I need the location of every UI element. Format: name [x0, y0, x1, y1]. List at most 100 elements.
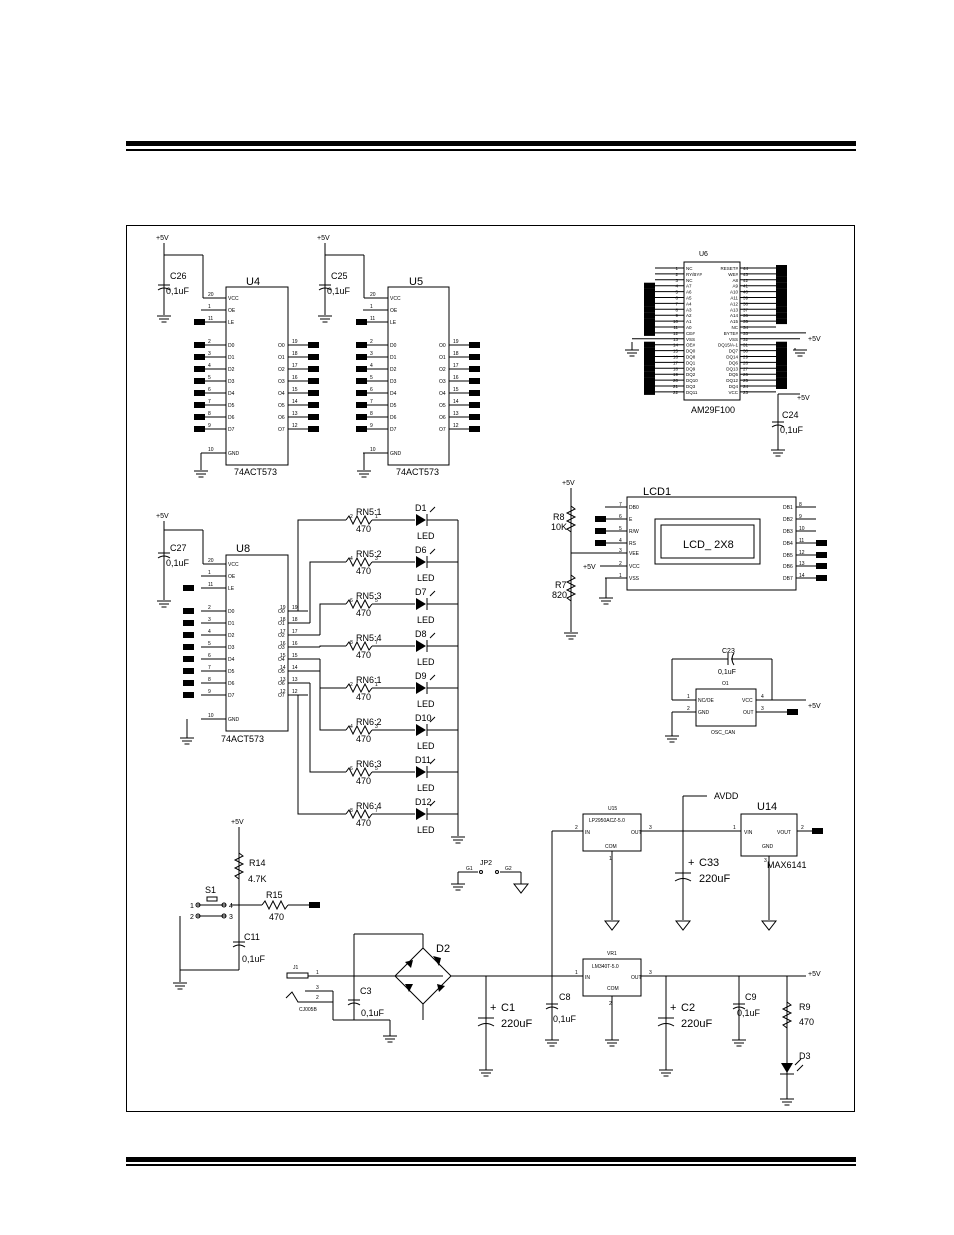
u6-right-pin-label: DQ12	[726, 378, 738, 383]
u6-right-pin-label: A14	[730, 313, 739, 318]
u4-right-pin-num: 15	[292, 387, 298, 393]
r9-ref: R9	[799, 1002, 811, 1012]
led-resistor-value: 470	[356, 734, 371, 744]
vr1-part: LM340T-5.0	[592, 964, 619, 970]
top-thin-rule	[126, 149, 856, 151]
lcd-right-pin-label: DB7	[783, 576, 793, 582]
u5-right-pin-label: O5	[439, 403, 446, 409]
u4-right-net-flag	[308, 426, 319, 432]
osc-pin1-label: NC/OE	[698, 698, 715, 704]
c9-ref: C9	[745, 992, 757, 1002]
led-driver-bus-wire	[319, 659, 346, 689]
reset-sw-pin2: 2	[190, 914, 194, 921]
u6-right-pin-num: 36	[743, 313, 749, 318]
u8-left-pin-num: 11	[208, 582, 213, 588]
reset-cap-ref: C11	[244, 932, 260, 942]
c33-ref: C33	[699, 857, 719, 869]
u8-right-pin-label: O6	[278, 681, 285, 687]
u5-latch: +5V C25 0,1uF U5 74ACT573 20VCC1OE11LE2D…	[317, 235, 480, 478]
u5-right-pin-num: 15	[453, 387, 459, 393]
u4-left-pin-label: OE	[228, 308, 236, 314]
u5-cap-ref: C25	[331, 271, 348, 281]
u8-left-pin-label: D4	[228, 657, 235, 663]
u4-left-pin-num: 1	[208, 304, 211, 310]
u4-left-pin-label: D2	[228, 367, 235, 373]
u6-left-net-flag	[644, 318, 655, 325]
u5-left-pin-label: D6	[390, 415, 397, 421]
u8-left-pin-num: 20	[208, 558, 214, 564]
u4-right-pin-num: 13	[292, 411, 298, 417]
u4-right-pin-label: O4	[278, 391, 285, 397]
reset-sw-pin1: 1	[190, 903, 194, 910]
u6-left-pin-label: DQ1	[686, 360, 696, 365]
u5-right-pin-label: O2	[439, 367, 446, 373]
u6-left-pin-label: A5	[686, 296, 692, 301]
u4-power-label: +5V	[156, 235, 169, 242]
reset-circuit: +5V R14 4.7K R15 470 S1 1 2 3 4 C11 0,1u…	[172, 819, 320, 990]
u15-regulator: U15 LP2950ACZ-5.0 IN OUT COM 2 3 1	[551, 806, 741, 1040]
u8-left-net-flag	[183, 608, 194, 614]
u4-right-net-flag	[308, 402, 319, 408]
u8-left-net-flag	[183, 680, 194, 686]
u6-left-pin-num: 21	[673, 384, 679, 389]
u6-right-pins: 44RESET#43WE#42A841A940A1039A1138A1237A1…	[718, 265, 806, 395]
u6-right-pin-label: A8	[732, 278, 738, 283]
u6-left-pin-num: 15	[673, 349, 679, 354]
u5-body	[387, 286, 450, 466]
vr1-p2: 2	[609, 1001, 612, 1007]
u4-left-pin-num: 11	[208, 316, 213, 322]
u5-left-pin-label: D5	[390, 403, 397, 409]
u6-right-pin-num: 25	[743, 378, 749, 383]
u5-left-pin-num: 2	[370, 339, 373, 345]
u5-right-net-flag	[469, 354, 480, 360]
u8-right-pin-label: O3	[278, 645, 285, 651]
u6-right-pin-label: VSS	[729, 337, 738, 342]
vr1-body	[582, 958, 642, 997]
c8-val: 0,1uF	[553, 1014, 577, 1024]
led-label: LED	[417, 699, 435, 709]
u6-left-pin-num: 10	[673, 319, 679, 324]
u6-left-pin-label: OE#	[686, 343, 696, 348]
u5-left-pin-num: 8	[370, 411, 373, 417]
lcd-r7-ref: R7	[555, 580, 567, 590]
u15-p2: 2	[575, 825, 578, 831]
vr1-p3: 3	[649, 970, 652, 976]
u6-right-pin-num: 37	[743, 307, 749, 312]
led-ref: D9	[415, 671, 427, 681]
led-label: LED	[417, 573, 435, 583]
u6-right-net-flag	[776, 365, 787, 372]
jp2-g2: G2	[505, 866, 512, 872]
u4-left-pin-num: 4	[208, 363, 211, 369]
u6-right-net-flag	[776, 300, 787, 307]
u4-left-pin-label: D3	[228, 379, 235, 385]
u8-right-pin-num: 13	[292, 677, 298, 683]
u8-left-pin-label: D5	[228, 669, 235, 675]
vr1-com: COM	[607, 986, 619, 992]
lcd-power-label-2: +5V	[583, 564, 596, 571]
u6-left-net-flag	[644, 365, 655, 372]
u8-part: 74ACT573	[221, 734, 264, 744]
u5-left-net-flag	[356, 414, 367, 420]
u15-in: IN	[585, 830, 590, 836]
u6-left-net-flag	[644, 288, 655, 295]
lcd-left-pin-label: R/W	[629, 529, 639, 535]
lcd-left-pin-label: VCC	[629, 564, 640, 570]
lcd-right-pin-num: 14	[799, 573, 805, 579]
u5-left-pin-num: 9	[370, 423, 373, 429]
u6-right-pin-num: 35	[743, 319, 749, 324]
u4-right-net-flag	[308, 354, 319, 360]
led-emission-arrow	[429, 674, 436, 681]
oscillator: C23 0,1uF O1 OSC_CAN 1 NC/OE 2 GND 4 VCC…	[664, 648, 821, 743]
reset-sw-ref: S1	[205, 885, 216, 895]
u15-out: OUT	[631, 830, 642, 836]
u6-left-pin-label: DQ3	[686, 384, 696, 389]
u8-right-pin-num: 12	[292, 689, 298, 695]
led-resistor-pin-a: 8	[350, 808, 353, 814]
avdd-label: AVDD	[714, 791, 739, 801]
u6-left-pin-label: A3	[686, 307, 692, 312]
u6-right-pin-label: DQ13	[726, 366, 738, 371]
u14-part: MAX6141	[767, 860, 807, 870]
u5-part: 74ACT573	[396, 467, 439, 477]
